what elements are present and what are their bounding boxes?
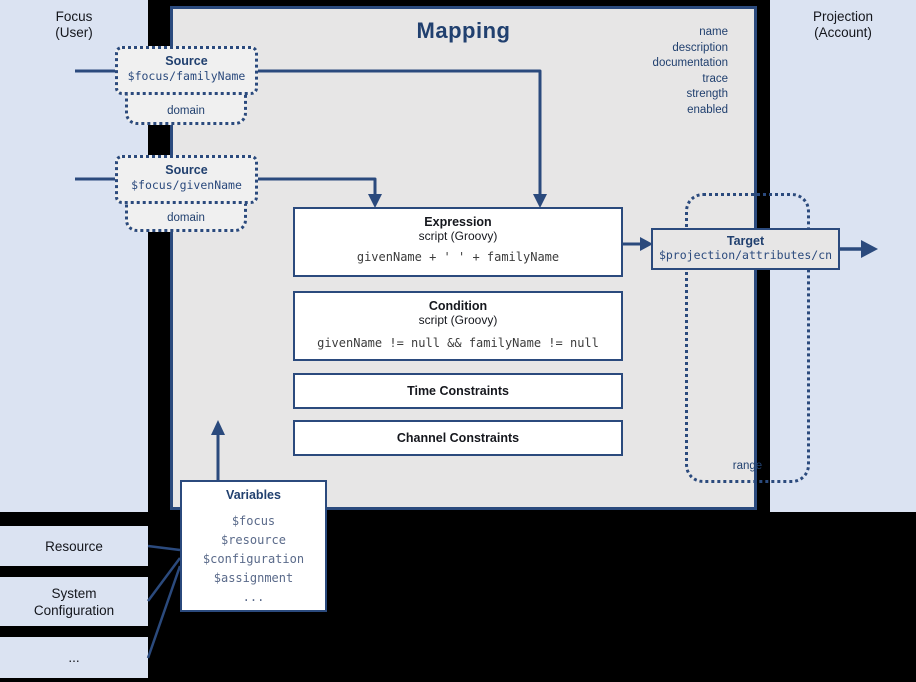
condition-box: Condition script (Groovy) givenName != n… bbox=[293, 291, 623, 361]
expression-subtitle: script (Groovy) bbox=[418, 229, 498, 243]
projection-panel-label: Projection (Account) bbox=[812, 9, 874, 40]
source-title: Source bbox=[165, 54, 208, 68]
condition-title: Condition bbox=[428, 299, 488, 313]
input-box-resource: Resource bbox=[0, 526, 148, 566]
line-resource-to-variables bbox=[147, 544, 181, 552]
target-path: $projection/attributes/cn bbox=[658, 248, 833, 262]
variable-item: $configuration bbox=[202, 552, 305, 566]
source-path: $focus/givenName bbox=[131, 178, 242, 192]
source-path: $focus/familyName bbox=[127, 69, 246, 83]
domain-label: domain bbox=[167, 212, 205, 224]
time-constraints-title: Time Constraints bbox=[407, 384, 509, 398]
condition-subtitle: script (Groovy) bbox=[418, 313, 498, 327]
range-label: range bbox=[732, 460, 763, 472]
expression-box: Expression script (Groovy) givenName + '… bbox=[293, 207, 623, 277]
variables-box: Variables $focus $resource $configuratio… bbox=[180, 480, 327, 612]
source-box-given-name: Source $focus/givenName bbox=[115, 155, 258, 204]
mapping-property: name bbox=[699, 26, 728, 38]
range-blob: range bbox=[685, 193, 810, 483]
variables-list: $focus $resource $configuration $assignm… bbox=[182, 512, 325, 607]
line-ellipsis-to-variables bbox=[146, 565, 182, 659]
mapping-property: trace bbox=[702, 72, 728, 85]
domain-label: domain bbox=[167, 105, 205, 117]
variable-item: ... bbox=[242, 590, 265, 604]
variable-item: $assignment bbox=[213, 571, 294, 585]
mapping-title: Mapping bbox=[416, 18, 511, 43]
mapping-property: strength bbox=[686, 88, 728, 100]
condition-code: givenName != null && familyName != null bbox=[317, 336, 599, 350]
input-box-ellipsis: ... bbox=[0, 637, 148, 678]
variable-item: $focus bbox=[231, 514, 276, 528]
channel-constraints-box: Channel Constraints bbox=[293, 420, 623, 456]
input-box-resource-label: Resource bbox=[45, 538, 103, 554]
focus-panel-label: Focus (User) bbox=[55, 9, 93, 40]
expression-title: Expression bbox=[424, 215, 492, 229]
channel-constraints-title: Channel Constraints bbox=[396, 431, 520, 445]
line-system-configuration-to-variables bbox=[146, 557, 182, 602]
variable-item: $resource bbox=[220, 533, 287, 547]
source-box-family-name: Source $focus/familyName bbox=[115, 46, 258, 95]
source-title: Source bbox=[165, 163, 208, 177]
input-box-ellipsis-label: ... bbox=[68, 650, 80, 665]
mapping-properties-list: name description documentation trace str… bbox=[653, 25, 728, 118]
target-box: Target $projection/attributes/cn bbox=[651, 228, 840, 270]
target-title: Target bbox=[726, 234, 765, 248]
input-box-system-configuration-label: System Configuration bbox=[33, 585, 115, 618]
mapping-property: enabled bbox=[687, 103, 728, 116]
time-constraints-box: Time Constraints bbox=[293, 373, 623, 409]
variables-title: Variables bbox=[226, 488, 281, 502]
mapping-property: documentation bbox=[652, 57, 728, 69]
mapping-property: description bbox=[672, 41, 728, 54]
input-box-system-configuration: System Configuration bbox=[0, 577, 148, 626]
expression-code: givenName + ' ' + familyName bbox=[356, 250, 560, 264]
